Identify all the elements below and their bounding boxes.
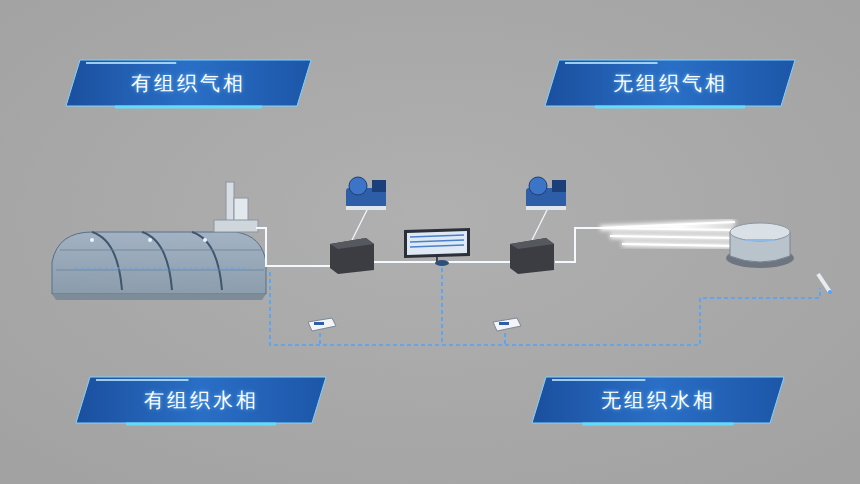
banner-label: 无组织水相 (532, 387, 784, 414)
glowing-tubes (600, 222, 738, 246)
label-banner: 有组织水相 (76, 375, 326, 425)
label-banner: 无组织气相 (545, 58, 795, 108)
pump (346, 177, 566, 210)
label-banner: 有组织气相 (66, 58, 311, 108)
label-banner: 无组织水相 (532, 375, 784, 425)
banner-label: 有组织水相 (76, 387, 326, 414)
banner-label: 有组织气相 (66, 70, 311, 97)
banner-label: 无组织气相 (545, 70, 795, 97)
tank (726, 223, 794, 268)
greenhouse (52, 232, 266, 300)
scrubber-tower (214, 182, 258, 232)
water-analyzer (308, 318, 521, 331)
water-probe (818, 274, 832, 294)
water-line (270, 268, 820, 345)
monitor (404, 228, 470, 266)
